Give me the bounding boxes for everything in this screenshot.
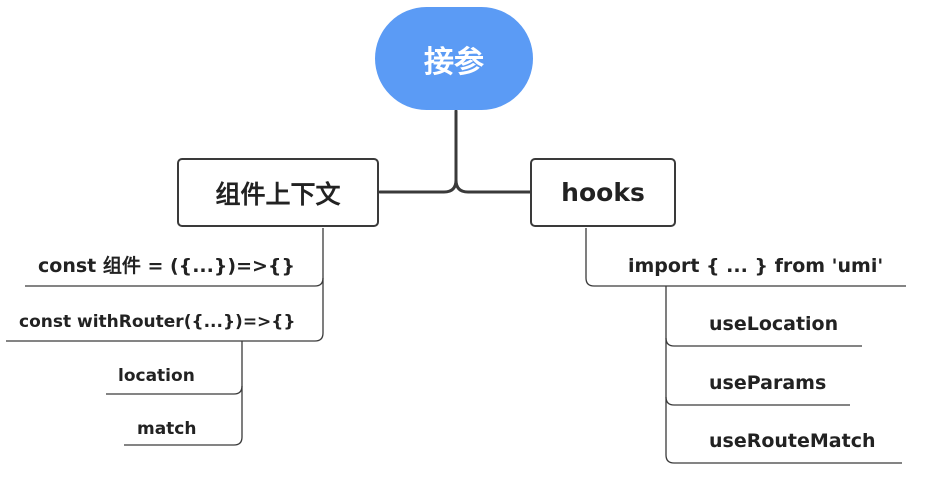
leaf-node-with-router[interactable]: const withRouter({...})=>{}	[19, 314, 296, 331]
left-sub-connector-2	[124, 386, 243, 446]
branch-label: hooks	[561, 178, 645, 207]
leaf-node-use-route-match[interactable]: useRouteMatch	[709, 432, 876, 451]
root-connector-right	[454, 178, 532, 194]
leaf-label: useRouteMatch	[709, 430, 876, 452]
leaf-label: const 组件 = ({...})=>{}	[38, 255, 295, 277]
leaf-label: useLocation	[709, 313, 839, 335]
leaf-node-const-component[interactable]: const 组件 = ({...})=>{}	[38, 257, 295, 276]
branch-label: 组件上下文	[215, 179, 341, 209]
leaf-label: match	[137, 419, 197, 439]
root-label: 接参	[424, 44, 484, 80]
leaf-node-import-umi[interactable]: import { ... } from 'umi'	[628, 257, 883, 276]
right-sub-connector-3	[665, 397, 902, 464]
left-branch-connector-2	[6, 278, 324, 342]
leaf-label: const withRouter({...})=>{}	[19, 312, 296, 332]
root-connector	[378, 109, 458, 194]
leaf-label: useParams	[709, 372, 827, 394]
root-node[interactable]: 接参	[375, 7, 533, 110]
leaf-label: import { ... } from 'umi'	[628, 255, 884, 277]
branch-node-component-context[interactable]: 组件上下文	[177, 158, 379, 227]
right-branch-connector	[585, 228, 906, 287]
leaf-node-use-params[interactable]: useParams	[709, 374, 826, 393]
leaf-label: location	[118, 366, 195, 386]
leaf-node-use-location[interactable]: useLocation	[709, 315, 838, 334]
leaf-node-location[interactable]: location	[118, 368, 195, 385]
branch-node-hooks[interactable]: hooks	[530, 158, 676, 227]
leaf-node-match[interactable]: match	[137, 421, 197, 438]
